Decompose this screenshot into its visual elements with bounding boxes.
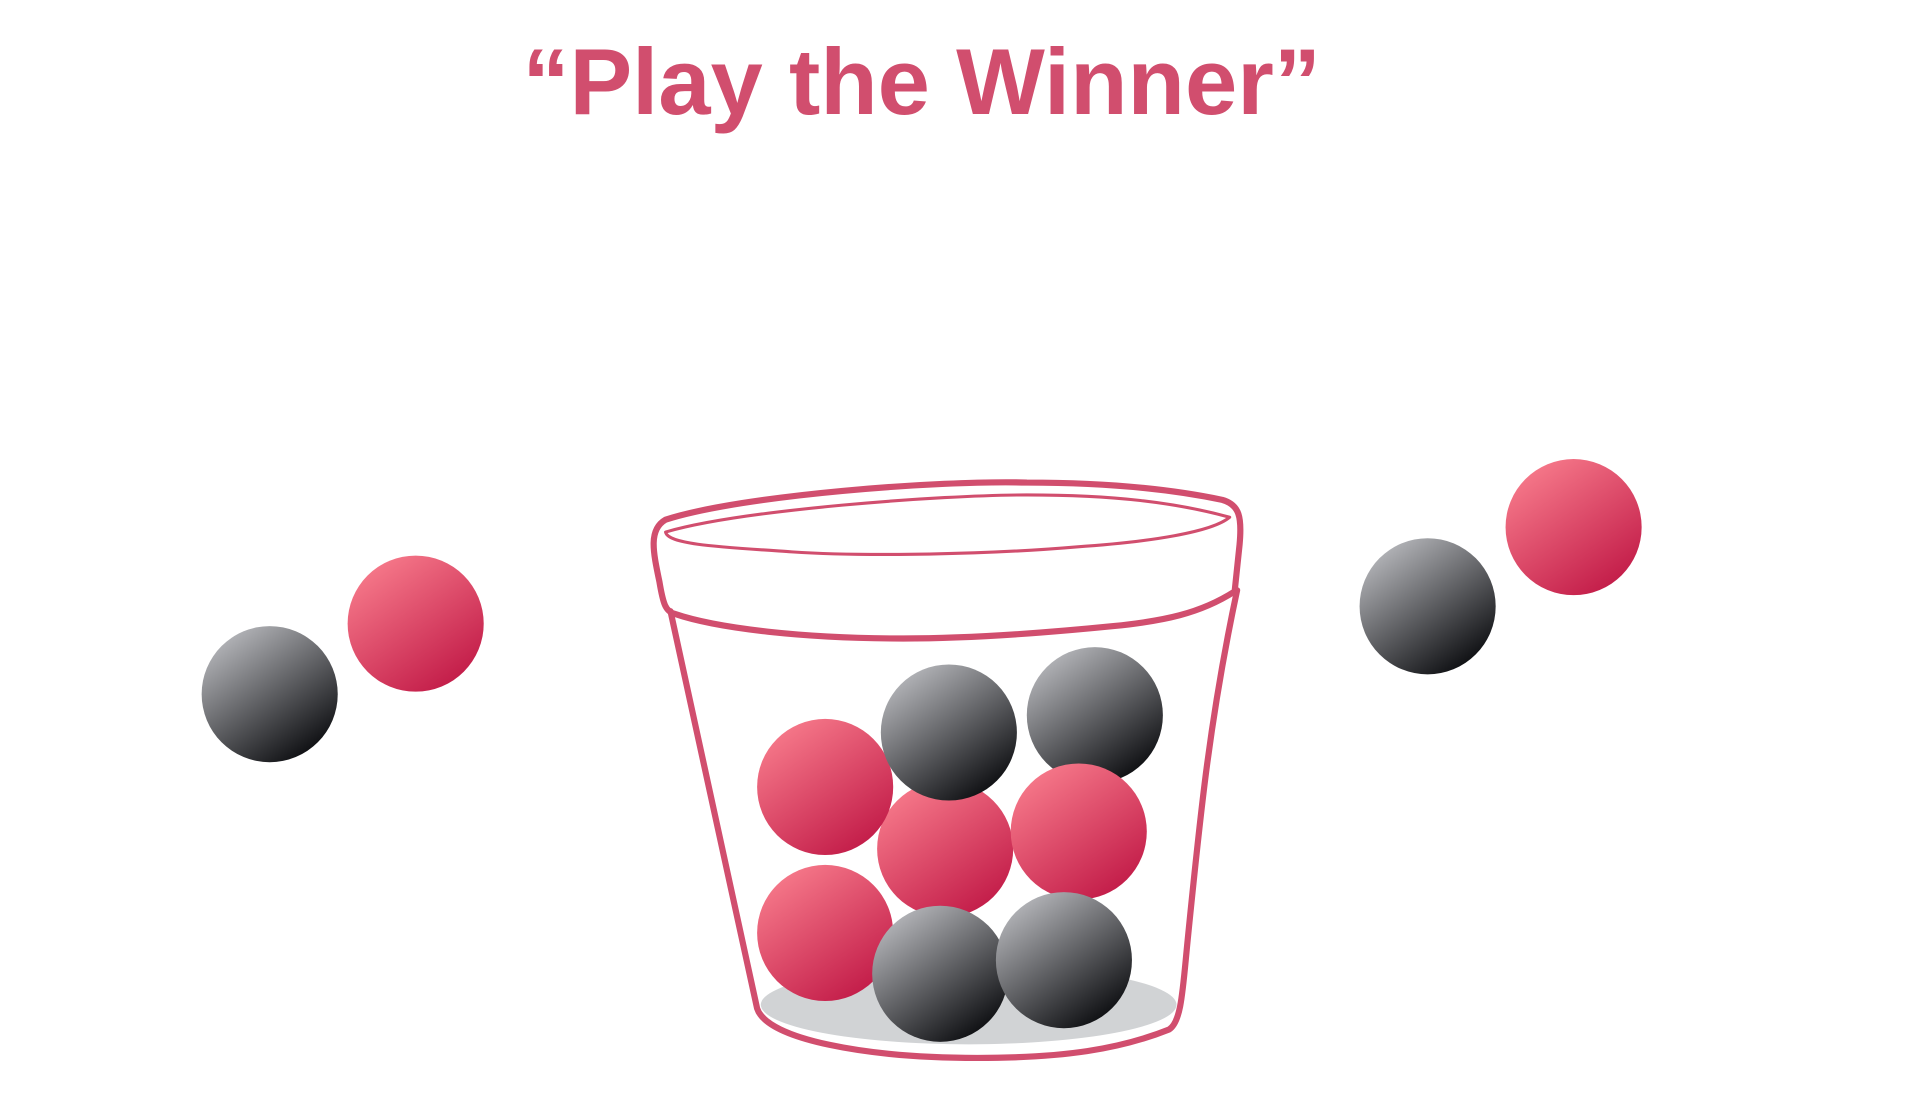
red-ball (757, 864, 894, 1002)
gray-ball (880, 664, 1017, 801)
red-ball (1010, 763, 1147, 900)
page-title: “Play the Winner” (522, 29, 1320, 134)
gray-ball (872, 905, 1009, 1042)
cup-body (667, 587, 1241, 1062)
cup-rim-outer (650, 479, 1244, 642)
gray-ball (995, 892, 1132, 1029)
gray-ball (1359, 538, 1496, 675)
cup-rim-inner (664, 493, 1232, 556)
gray-ball (201, 626, 338, 763)
gray-ball (1026, 647, 1163, 784)
balls-in-cup (757, 647, 1163, 1042)
red-ball (1505, 459, 1642, 596)
cup (650, 479, 1244, 1062)
red-ball (877, 780, 1014, 917)
red-ball (347, 555, 484, 692)
red-ball (757, 718, 894, 856)
